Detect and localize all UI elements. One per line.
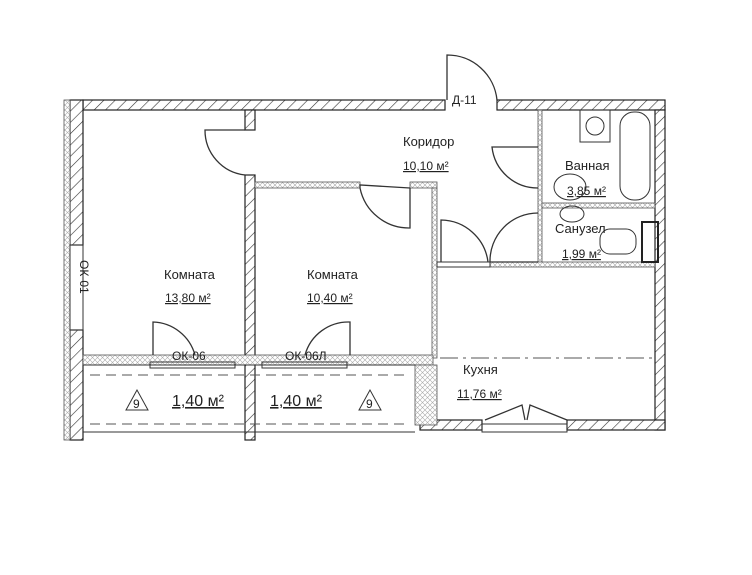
svg-text:9: 9 xyxy=(366,397,373,411)
room-area-corridor: 10,10 м² xyxy=(403,159,449,173)
exterior-walls xyxy=(63,99,666,441)
room-name-bath: Ванная xyxy=(565,158,610,173)
door-label-entrance: Д-11 xyxy=(452,93,477,107)
room-area-kitchen: 11,76 м² xyxy=(457,387,502,401)
balcony-area-1: 1,40 м² xyxy=(172,393,225,410)
fixtures xyxy=(553,109,659,263)
room-name-kitchen: Кухня xyxy=(463,362,498,377)
balcony xyxy=(83,357,655,433)
sink-icon xyxy=(553,173,587,201)
balcony-area-2: 1,40 м² xyxy=(270,393,323,410)
room-name-room1: Комната xyxy=(164,267,216,282)
room-name-corridor: Коридор xyxy=(403,134,454,149)
room-name-room2: Комната xyxy=(307,267,359,282)
window-label-2: ОК-06Л xyxy=(285,349,327,363)
room-name-wc: Санузел xyxy=(555,221,606,236)
room-area-room2: 10,40 м² xyxy=(307,291,353,305)
interior-walls xyxy=(82,109,656,441)
room-area-wc: 1,99 м² xyxy=(562,247,601,261)
washing-machine-icon xyxy=(579,109,611,143)
doors xyxy=(69,54,568,433)
svg-text:9: 9 xyxy=(133,397,140,411)
room-area-room1: 13,80 м² xyxy=(165,291,211,305)
window-label-left: ОК-01 xyxy=(77,260,91,294)
balcony-marker-2: 9 xyxy=(358,388,382,411)
balcony-marker-1: 9 xyxy=(125,388,149,411)
toilet-icon xyxy=(599,228,637,255)
bathtub-icon xyxy=(619,111,651,201)
window-label-1: ОК-06 xyxy=(172,349,206,363)
room-area-bath: 3,85 м² xyxy=(567,184,606,198)
